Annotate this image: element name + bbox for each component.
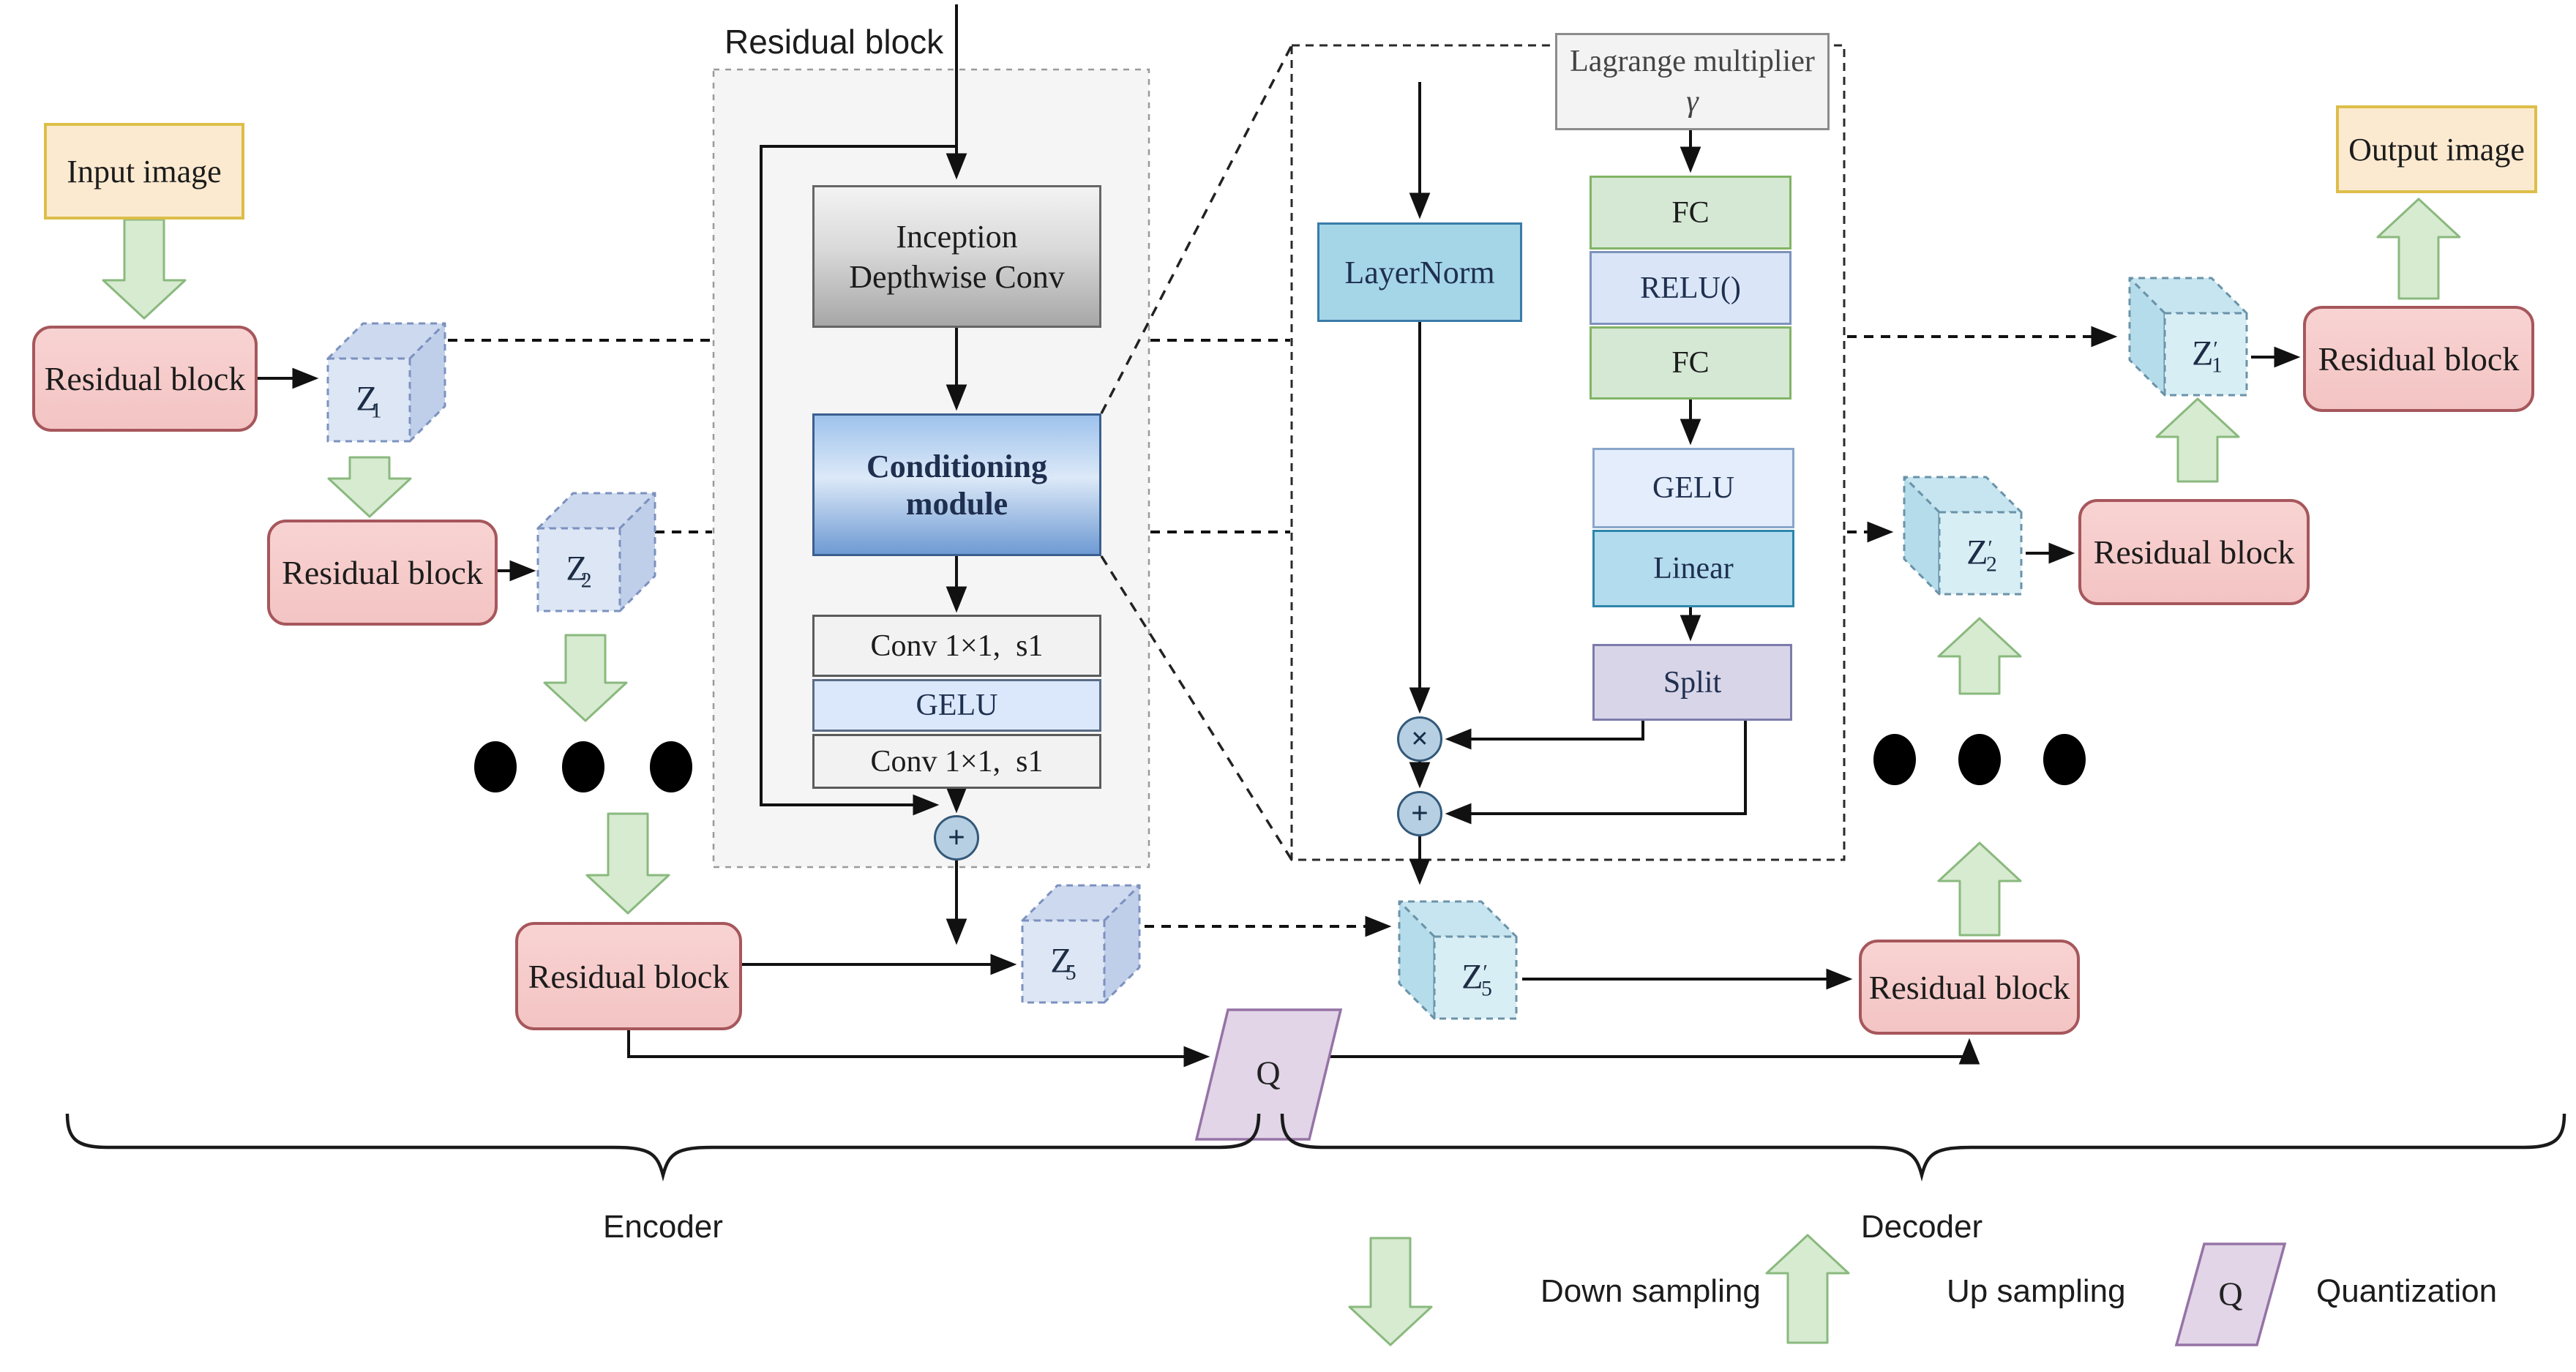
encoder-brace [65, 1113, 1261, 1182]
input-image-box: Input image [44, 123, 244, 220]
linear-box: Linear [1592, 530, 1794, 607]
lagrange-line1: Lagrange multiplier [1570, 44, 1815, 78]
encoder-residual-block-2: Residual block [267, 520, 498, 626]
flow-lines [258, 4, 2301, 1068]
down-arrow-icon [585, 812, 670, 915]
decoder-residual-block-5: Residual block [1859, 940, 2080, 1035]
legend-quantization-label: Quantization [2316, 1273, 2498, 1309]
relu-box: RELU() [1590, 251, 1791, 325]
sampling-arrows [102, 198, 2461, 1346]
latent-z1-prime-label: Z′1 [2192, 334, 2223, 378]
split-box: Split [1592, 644, 1792, 721]
legend-down-arrow-icon [1348, 1237, 1433, 1346]
latent-z2-prime-label: Z′2 [1966, 533, 1997, 577]
encoder-cubes [326, 322, 1141, 1004]
lagrange-multiplier-box: Lagrange multiplier γ [1555, 33, 1830, 130]
up-arrow-icon [2155, 397, 2240, 483]
encoder-label: Encoder [603, 1209, 723, 1245]
encoder-residual-block-1: Residual block [32, 326, 258, 432]
conv-1x1-box-2: Conv 1×1, s1 [812, 734, 1101, 789]
zoom-link-top [1100, 45, 1293, 414]
add-operator: + [934, 815, 979, 861]
quantization-shape [1194, 1008, 1343, 1141]
decoder-cubes [1398, 277, 2248, 1020]
up-arrow-icon [2376, 198, 2461, 300]
gelu-box-2: GELU [1592, 448, 1794, 528]
legend-down-sampling-label: Down sampling [1540, 1273, 1761, 1309]
layernorm-box: LayerNorm [1317, 222, 1522, 322]
decoder-label: Decoder [1860, 1209, 1983, 1245]
legend-up-arrow-icon [1765, 1234, 1850, 1344]
decoder-residual-block-2: Residual block [2078, 499, 2310, 605]
gelu-box: GELU [812, 679, 1101, 732]
down-arrow-icon [327, 456, 412, 518]
zoom-link-bottom [1100, 555, 1293, 861]
latent-z2-label: Z2 [566, 549, 592, 593]
decoder-residual-block-1: Residual block [2303, 306, 2534, 412]
legend-up-sampling-label: Up sampling [1947, 1273, 2126, 1309]
multiply-operator: × [1397, 716, 1442, 762]
conditioning-module-box: Conditioning module [812, 413, 1101, 556]
latent-z5-label: Z5 [1050, 941, 1077, 985]
encoder-residual-block-5: Residual block [515, 922, 742, 1030]
up-arrow-icon [1937, 617, 2022, 695]
conv-1x1-box-1: Conv 1×1, s1 [812, 615, 1101, 677]
down-arrow-icon [102, 218, 187, 320]
latent-bypass-lines [448, 326, 2118, 937]
inception-depthwise-conv-box: Inception Depthwise Conv [812, 185, 1101, 328]
legend-q-label: Q [2218, 1275, 2243, 1313]
fc-box-1: FC [1590, 176, 1791, 250]
quantization-q-label: Q [1256, 1054, 1281, 1092]
legend-quantization-icon [2174, 1242, 2287, 1346]
add-operator-2: + [1397, 791, 1442, 836]
lagrange-gamma: γ [1686, 84, 1699, 119]
latent-z5-prime-label: Z′5 [1461, 957, 1492, 1001]
output-image-box: Output image [2336, 105, 2537, 193]
decoder-brace [1280, 1113, 2566, 1182]
up-arrow-icon [1937, 841, 2022, 937]
residual-block-detail-title: Residual block [724, 23, 944, 61]
fc-box-2: FC [1590, 326, 1791, 400]
down-arrow-icon [543, 634, 628, 722]
ellipsis-dots [474, 734, 2086, 792]
latent-z1-label: Z1 [356, 379, 382, 423]
